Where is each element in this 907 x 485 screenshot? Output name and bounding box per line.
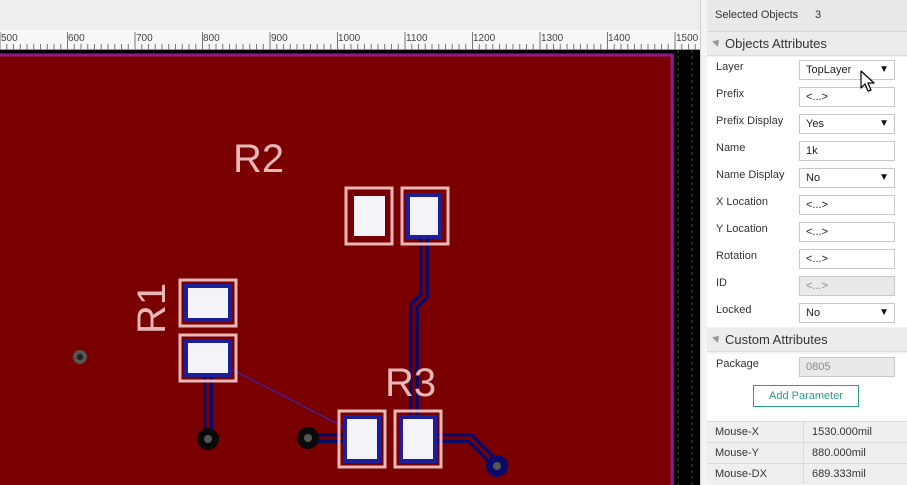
pcb-board-view[interactable]: R2 R1 R3 bbox=[0, 50, 700, 485]
collapse-triangle-icon[interactable] bbox=[712, 37, 722, 47]
objects-attributes-title: Objects Attributes bbox=[725, 36, 827, 51]
ruler-label-600: 600 bbox=[68, 33, 85, 44]
mouse-dx-value: 689.333mil bbox=[803, 464, 866, 484]
mouse-y-value: 880.000mil bbox=[803, 443, 866, 463]
mouse-row: Mouse-X 1530.000mil bbox=[707, 421, 907, 442]
ruler-label-1400: 1400 bbox=[608, 33, 631, 44]
mouse-y-label: Mouse-Y bbox=[715, 447, 760, 459]
dropdown-arrow-icon: ▼ bbox=[879, 172, 889, 183]
id-input: <...> bbox=[799, 276, 895, 296]
designator-r1[interactable]: R1 bbox=[130, 283, 174, 334]
selected-objects-label: Selected Objects bbox=[715, 9, 799, 21]
name-display-value: No bbox=[806, 172, 821, 184]
attr-row-package: Package 0805 bbox=[707, 354, 907, 381]
prefix-input[interactable]: <...> bbox=[799, 87, 895, 107]
locked-select[interactable]: No ▼ bbox=[799, 303, 895, 323]
x-location-input[interactable]: <...> bbox=[799, 195, 895, 215]
pad-r3-1[interactable] bbox=[337, 409, 387, 469]
attr-row-y-location: Y Location <...> bbox=[707, 219, 907, 246]
attr-row-id: ID <...> bbox=[707, 273, 907, 300]
attr-label-prefix-display: Prefix Display bbox=[716, 115, 784, 127]
attr-row-name-display: Name Display No ▼ bbox=[707, 165, 907, 192]
attr-label-name-display: Name Display bbox=[716, 169, 785, 181]
pad-r1-2[interactable] bbox=[178, 333, 238, 383]
prefix-display-value: Yes bbox=[806, 118, 824, 130]
mouse-dx-label: Mouse-DX bbox=[715, 468, 767, 480]
mouse-row: Mouse-DX 689.333mil bbox=[707, 463, 907, 484]
attr-label-prefix: Prefix bbox=[716, 88, 745, 100]
custom-attributes-header[interactable]: Custom Attributes bbox=[707, 328, 907, 352]
layer-select-value: TopLayer bbox=[806, 64, 852, 76]
attr-label-package: Package bbox=[716, 358, 759, 370]
attr-label-locked: Locked bbox=[716, 304, 752, 316]
dropdown-arrow-icon: ▼ bbox=[879, 307, 889, 318]
add-parameter-button[interactable]: Add Parameter bbox=[753, 385, 859, 407]
pad-r2-2[interactable] bbox=[400, 186, 450, 246]
pad-r1-1[interactable] bbox=[178, 278, 238, 328]
ruler-label-1500: 1500 bbox=[676, 33, 699, 44]
ruler-label-1200: 1200 bbox=[473, 33, 496, 44]
ruler-label-900: 900 bbox=[271, 33, 288, 44]
selected-objects-count: 3 bbox=[815, 9, 822, 21]
ruler-label-700: 700 bbox=[136, 33, 153, 44]
ruler-label-1000: 1000 bbox=[338, 33, 361, 44]
attr-row-rotation: Rotation <...> bbox=[707, 246, 907, 273]
selected-objects-row: Selected Objects 3 bbox=[707, 0, 907, 32]
attr-row-x-location: X Location <...> bbox=[707, 192, 907, 219]
custom-attributes-title: Custom Attributes bbox=[725, 332, 828, 347]
prefix-display-select[interactable]: Yes ▼ bbox=[799, 114, 895, 134]
y-location-input[interactable]: <...> bbox=[799, 222, 895, 242]
ruler-label-1100: 1100 bbox=[406, 33, 428, 44]
ruler-label-500: 500 bbox=[1, 33, 18, 44]
rotation-input[interactable]: <...> bbox=[799, 249, 895, 269]
via[interactable] bbox=[297, 427, 319, 449]
collapse-triangle-icon[interactable] bbox=[712, 333, 722, 343]
attr-row-layer: Layer TopLayer ▼ bbox=[707, 57, 907, 84]
name-input[interactable]: 1k bbox=[799, 141, 895, 161]
attr-label-name: Name bbox=[716, 142, 746, 154]
objects-attributes-header[interactable]: Objects Attributes bbox=[707, 32, 907, 56]
mouse-row: Mouse-Y 880.000mil bbox=[707, 442, 907, 463]
mouse-x-label: Mouse-X bbox=[715, 426, 760, 438]
package-input: 0805 bbox=[799, 357, 895, 377]
dropdown-arrow-icon: ▼ bbox=[879, 118, 889, 129]
designator-r3[interactable]: R3 bbox=[385, 361, 436, 405]
ruler-label-800: 800 bbox=[203, 33, 220, 44]
via[interactable] bbox=[197, 428, 219, 450]
attr-label-rotation: Rotation bbox=[716, 250, 757, 262]
ruler-label-1300: 1300 bbox=[541, 33, 564, 44]
horizontal-ruler: 500 600 700 800 900 1000 1100 1200 1300 … bbox=[0, 30, 700, 50]
ruler-ticks bbox=[0, 32, 696, 50]
pcb-canvas-area[interactable]: 500 600 700 800 900 1000 1100 1200 1300 … bbox=[0, 0, 700, 485]
attr-row-locked: Locked No ▼ bbox=[707, 300, 907, 327]
locked-select-value: No bbox=[806, 307, 821, 319]
layer-select[interactable]: TopLayer ▼ bbox=[799, 60, 895, 80]
properties-panel: Selected Objects 3 Objects Attributes La… bbox=[700, 0, 907, 485]
attr-row-prefix-display: Prefix Display Yes ▼ bbox=[707, 111, 907, 138]
pad-r3-2[interactable] bbox=[393, 409, 443, 469]
attr-label-y-location: Y Location bbox=[716, 223, 768, 235]
attr-label-x-location: X Location bbox=[716, 196, 768, 208]
attr-row-name: Name 1k bbox=[707, 138, 907, 165]
name-display-select[interactable]: No ▼ bbox=[799, 168, 895, 188]
via[interactable] bbox=[486, 455, 508, 477]
attr-row-prefix: Prefix <...> bbox=[707, 84, 907, 111]
dropdown-arrow-icon: ▼ bbox=[879, 64, 889, 75]
canvas-top-strip bbox=[0, 0, 700, 31]
board-outline[interactable] bbox=[0, 53, 674, 485]
mouse-x-value: 1530.000mil bbox=[803, 422, 872, 442]
mouse-pointer-icon bbox=[860, 70, 875, 92]
via[interactable] bbox=[73, 350, 87, 364]
board-copper-area[interactable] bbox=[0, 54, 674, 485]
pad-r2-1[interactable] bbox=[344, 186, 394, 246]
designator-r2[interactable]: R2 bbox=[233, 137, 284, 181]
attr-label-layer: Layer bbox=[716, 61, 744, 73]
attr-label-id: ID bbox=[716, 277, 727, 289]
